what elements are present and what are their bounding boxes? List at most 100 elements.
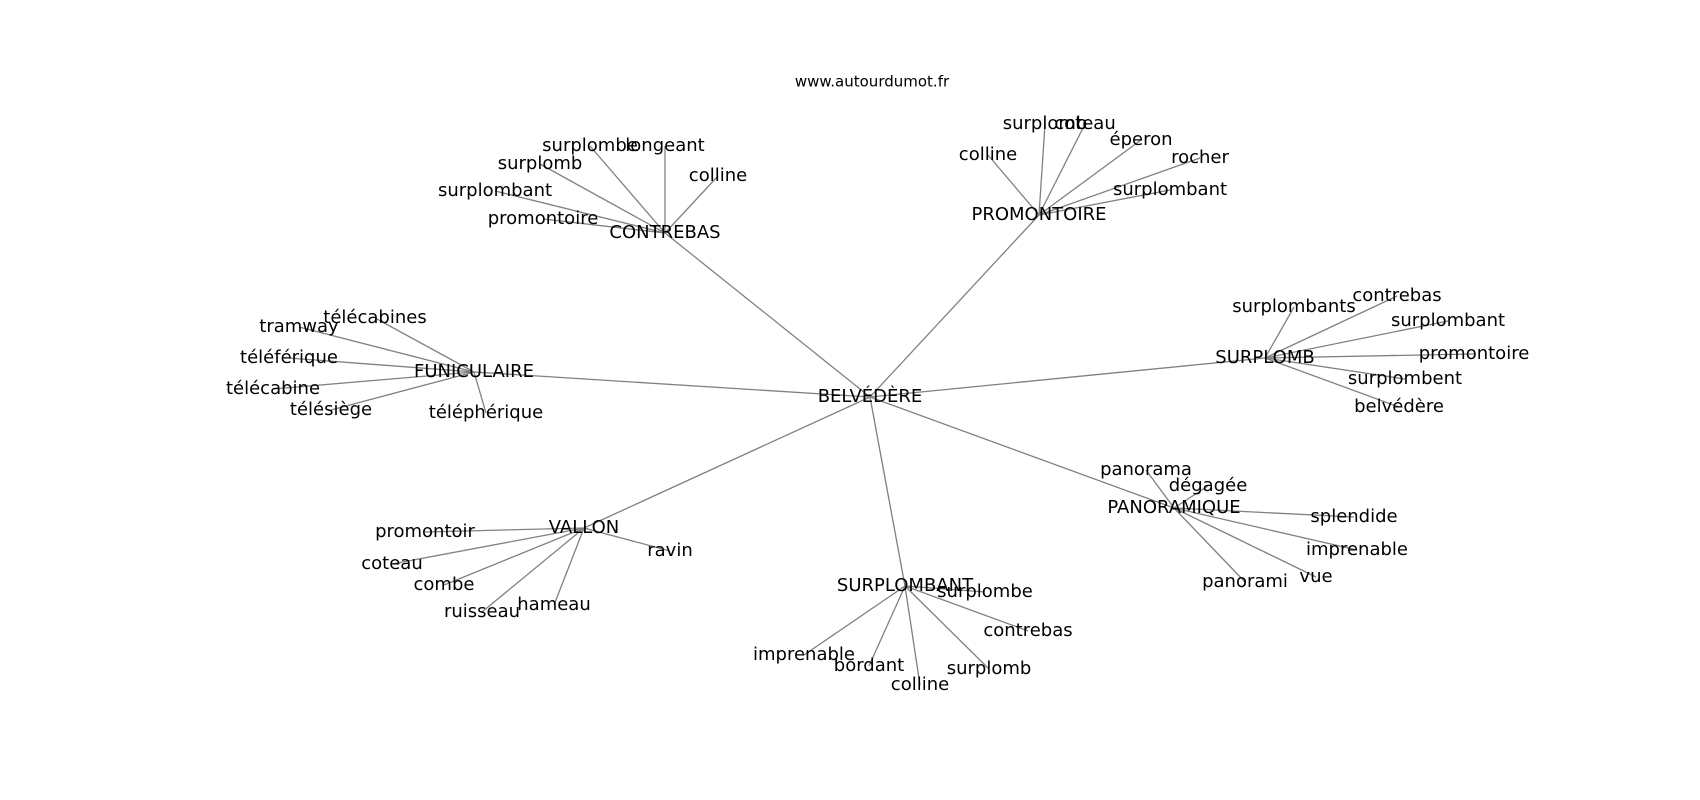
edge-hub-to-leaf: [424, 527, 585, 533]
leaf-node: surplombant: [1113, 179, 1227, 200]
leaf-node: panorama: [1100, 459, 1192, 480]
hub-node: PROMONTOIRE: [971, 204, 1106, 225]
edge-hub-to-leaf: [1264, 295, 1398, 359]
edge-hub-to-leaf: [473, 371, 487, 414]
edge-hub-to-leaf: [803, 585, 906, 656]
leaf-node: surplombe: [542, 135, 638, 156]
edge-hub-to-leaf: [374, 317, 475, 373]
leaf-node: coteau: [361, 553, 422, 574]
leaf-node: surplomb: [498, 153, 583, 174]
leaf-node: éperon: [1110, 129, 1173, 150]
edge-hub-to-leaf: [987, 154, 1040, 216]
edge-hub-to-leaf: [553, 527, 585, 606]
graph-labels: BELVÉDÈRECONTREBASsurplombelongeantsurpl…: [226, 113, 1529, 695]
edge-hub-to-leaf: [1038, 123, 1086, 216]
edge-hub-to-leaf: [288, 357, 475, 373]
edge-hub-to-leaf: [1145, 469, 1175, 509]
edge-hub-to-leaf: [1173, 507, 1317, 578]
leaf-node: coteau: [1054, 113, 1115, 134]
edge-hub-to-leaf: [1173, 507, 1246, 583]
graph-edges: [272, 123, 1475, 686]
leaf-node: belvédère: [1354, 396, 1444, 417]
leaf-node: tramway: [259, 316, 339, 337]
edge-hub-to-leaf: [494, 190, 666, 234]
leaf-node: surplomb: [1003, 113, 1088, 134]
leaf-node: combe: [414, 574, 475, 595]
leaf-node: surplomb: [947, 658, 1032, 679]
leaf-node: imprenable: [1306, 539, 1408, 560]
edge-hub-to-leaf: [1173, 485, 1209, 509]
edge-hub-to-leaf: [589, 145, 666, 234]
edge-hub-to-leaf: [272, 371, 475, 390]
edge-hub-to-leaf: [539, 163, 666, 234]
leaf-node: promontoire: [488, 208, 599, 229]
leaf-node: télécabines: [323, 307, 426, 328]
edge-hub-to-leaf: [1038, 123, 1046, 216]
leaf-node: dégagée: [1169, 475, 1248, 496]
edge-root-to-hub: [664, 232, 871, 398]
edge-hub-to-leaf: [443, 527, 585, 586]
edge-hub-to-leaf: [1264, 357, 1400, 408]
leaf-node: téléphérique: [429, 402, 543, 423]
edge-root-to-hub: [869, 357, 1266, 398]
edge-hub-to-leaf: [298, 326, 475, 373]
edge-hub-to-leaf: [1264, 353, 1475, 359]
edge-hub-to-leaf: [664, 175, 719, 234]
leaf-node: rocher: [1171, 147, 1229, 168]
edge-hub-to-leaf: [904, 585, 986, 593]
hub-node: VALLON: [549, 517, 620, 538]
leaf-node: contrebas: [1352, 285, 1441, 306]
leaf-node: colline: [959, 144, 1017, 165]
hub-node: FUNICULAIRE: [414, 361, 534, 382]
edge-hub-to-leaf: [1038, 189, 1171, 216]
leaf-node: téléférique: [240, 347, 338, 368]
leaf-node: surplombant: [438, 180, 552, 201]
site-title: www.autourdumot.fr: [795, 73, 950, 91]
edge-hub-to-leaf: [1038, 139, 1142, 216]
edge-root-to-hub: [869, 396, 1175, 509]
edge-root-to-hub: [583, 396, 871, 529]
leaf-node: splendide: [1310, 506, 1397, 527]
edge-hub-to-leaf: [1264, 357, 1406, 380]
leaf-node: colline: [689, 165, 747, 186]
leaf-node: télésiège: [290, 399, 372, 420]
root-node: BELVÉDÈRE: [818, 385, 923, 407]
edge-hub-to-leaf: [1173, 507, 1358, 551]
leaf-node: surplombent: [1348, 368, 1462, 389]
edge-hub-to-leaf: [1038, 157, 1201, 216]
leaf-node: longeant: [625, 135, 704, 156]
hub-node: CONTREBAS: [609, 222, 720, 243]
edge-hub-to-leaf: [391, 527, 585, 565]
leaf-node: surplombe: [937, 581, 1033, 602]
leaf-node: surplombants: [1232, 296, 1355, 317]
edge-hub-to-leaf: [1264, 320, 1449, 359]
edge-hub-to-leaf: [904, 585, 921, 686]
leaf-node: télécabine: [226, 378, 320, 399]
leaf-node: promontoire: [1419, 343, 1530, 364]
edge-hub-to-leaf: [1173, 507, 1355, 518]
leaf-node: ruisseau: [444, 601, 520, 622]
hub-node: SURPLOMBANT: [837, 575, 974, 596]
edge-hub-to-leaf: [868, 585, 906, 667]
leaf-node: hameau: [517, 594, 591, 615]
edge-hub-to-leaf: [904, 585, 990, 670]
hub-node: SURPLOMB: [1215, 347, 1314, 368]
edge-root-to-hub: [869, 214, 1040, 398]
edge-hub-to-leaf: [542, 218, 666, 234]
edge-hub-to-leaf: [904, 585, 1029, 632]
leaf-node: vue: [1299, 566, 1332, 587]
leaf-node: colline: [891, 674, 949, 695]
leaf-node: surplombant: [1391, 310, 1505, 331]
leaf-node: contrebas: [983, 620, 1072, 641]
edge-root-to-hub: [869, 396, 906, 587]
leaf-node: imprenable: [753, 644, 855, 665]
leaf-node: bordant: [834, 655, 904, 676]
edge-hub-to-leaf: [1264, 306, 1295, 359]
hub-node: PANORAMIQUE: [1107, 497, 1240, 518]
edge-root-to-hub: [473, 371, 871, 398]
leaf-node: ravin: [647, 540, 693, 561]
edge-hub-to-leaf: [583, 527, 671, 552]
edge-hub-to-leaf: [481, 527, 585, 613]
leaf-node: promontoir: [375, 521, 475, 542]
